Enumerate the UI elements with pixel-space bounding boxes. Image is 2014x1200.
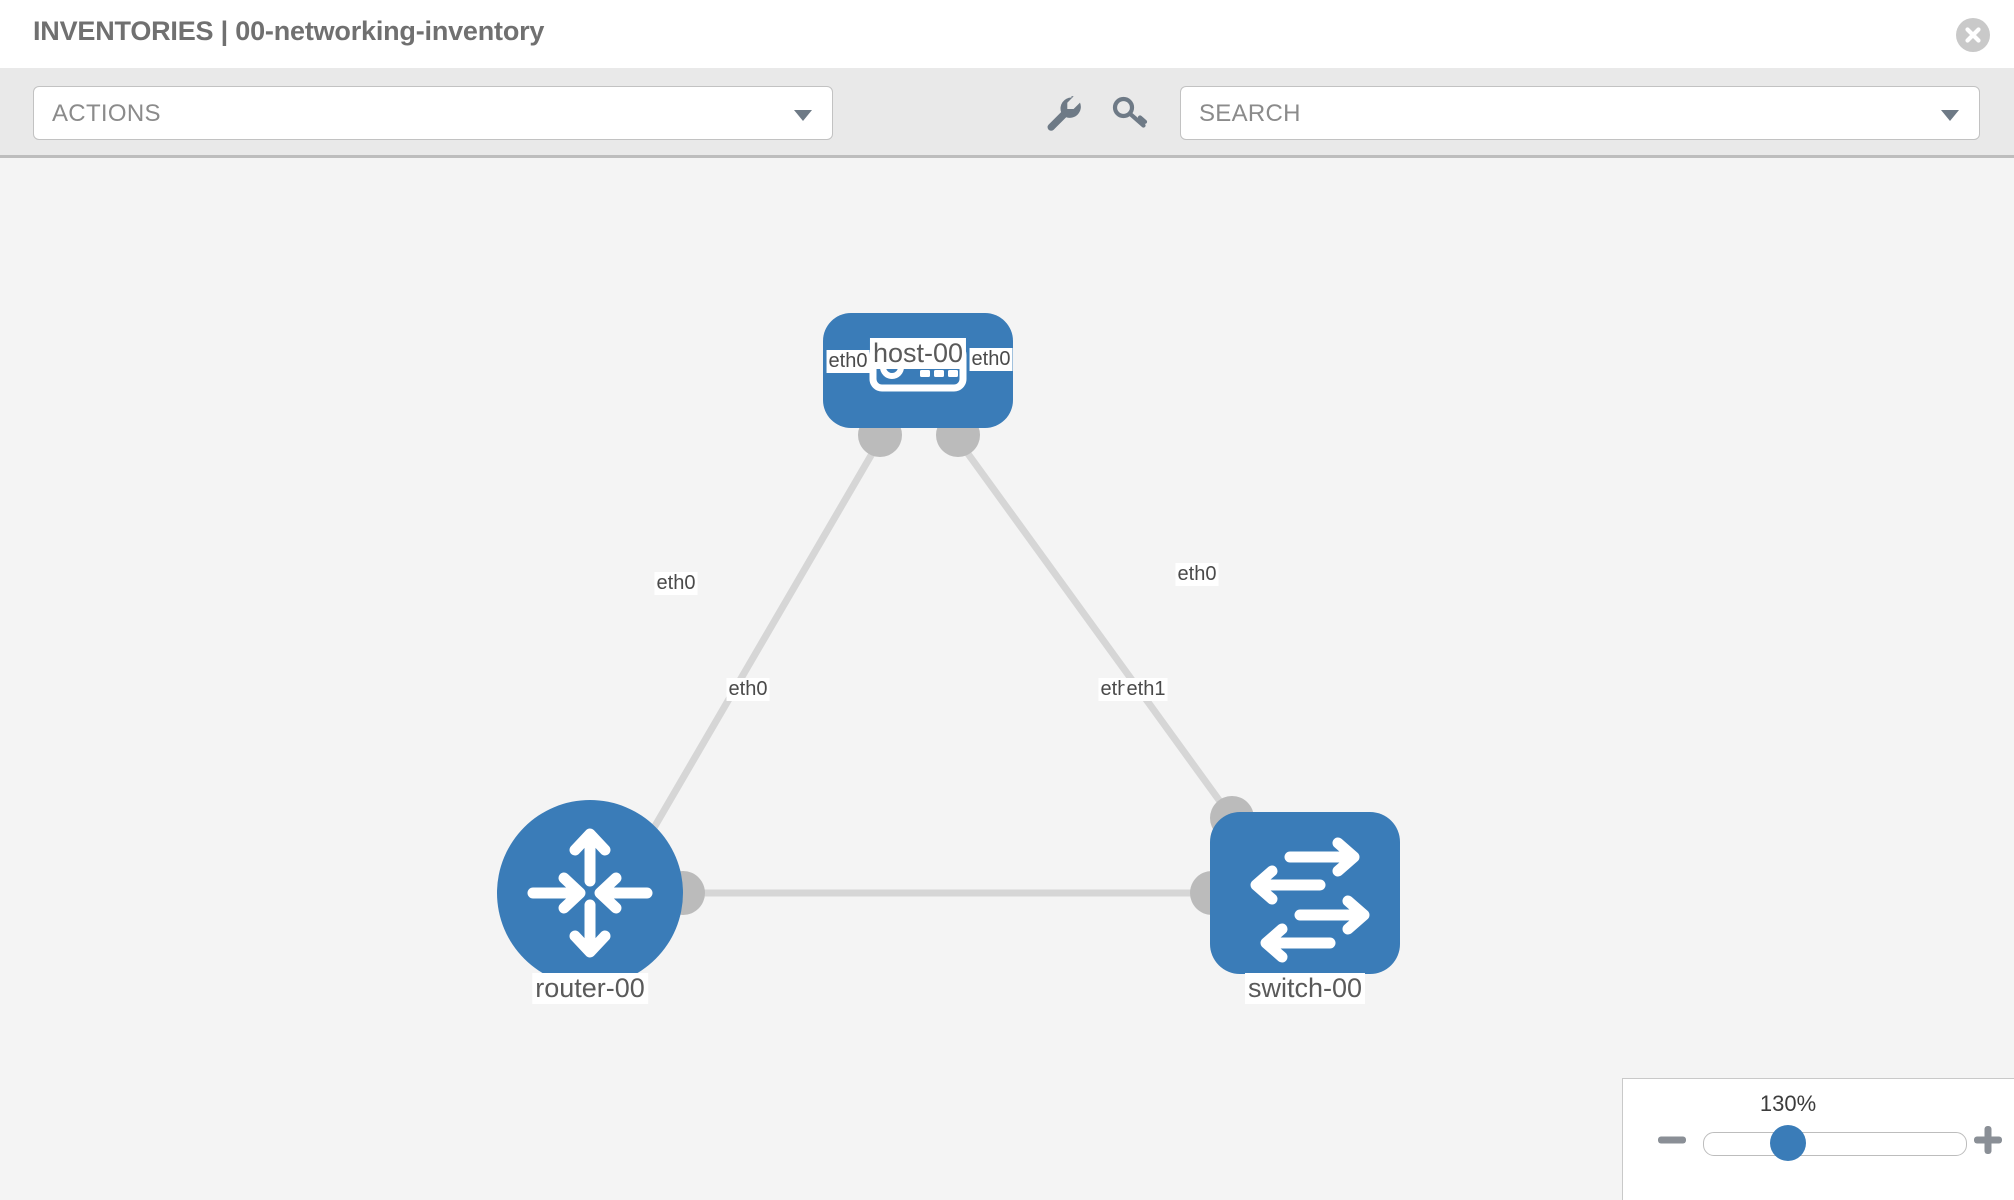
router-arrows-icon (527, 828, 653, 958)
iface-label-router00-eth0: eth0 (726, 678, 770, 701)
iface-label-router00-eth0-uplink: eth0 (654, 572, 698, 595)
edge-host00-switch00 (955, 437, 1235, 821)
chevron-down-icon (1941, 110, 1959, 121)
iface-label-host00-eth0-left: eth0 (826, 350, 870, 373)
node-router-00-shape (497, 800, 683, 986)
node-label-router-00: router-00 (532, 973, 648, 1004)
zoom-slider-track[interactable] (1703, 1132, 1967, 1156)
iface-label-host00-eth0-right: eth0 (969, 348, 1013, 371)
actions-dropdown-label: ACTIONS (52, 100, 161, 127)
iface-label-switch00-eth0-uplink: eth0 (1175, 563, 1219, 586)
topology-edges (644, 437, 1235, 897)
chevron-down-icon (794, 110, 812, 121)
minus-icon[interactable] (1655, 1123, 1689, 1157)
search-input[interactable]: SEARCH (1180, 86, 1980, 140)
edge-host00-router00 (644, 438, 884, 840)
node-switch-00 (1210, 812, 1400, 974)
node-router-00 (497, 800, 683, 986)
node-switch-00-shape (1210, 812, 1400, 974)
iface-label-switch00-eth1: eth1 (1124, 678, 1168, 701)
topology-canvas[interactable]: host-00 router-00 switch-00 eth0 eth0 et… (0, 158, 2014, 1200)
actions-dropdown[interactable]: ACTIONS (33, 86, 833, 140)
toolbar: ACTIONS SEARCH (0, 68, 2014, 158)
key-icon[interactable] (1107, 90, 1153, 136)
topology-graph (497, 313, 1400, 986)
page-title: INVENTORIES | 00-networking-inventory (33, 16, 545, 46)
zoom-control-panel: 130% (1622, 1078, 2014, 1200)
node-label-switch-00: switch-00 (1244, 973, 1366, 1004)
node-label-host-00: host-00 (869, 338, 967, 369)
zoom-slider-thumb[interactable] (1770, 1125, 1806, 1161)
switch-arrows-icon (1250, 837, 1370, 963)
close-icon[interactable] (1956, 18, 1990, 52)
zoom-level-label: 130% (1759, 1091, 1817, 1116)
plus-icon[interactable] (1971, 1123, 2005, 1157)
search-placeholder: SEARCH (1199, 100, 1301, 127)
page-header: INVENTORIES | 00-networking-inventory (0, 0, 2014, 68)
wrench-icon[interactable] (1040, 90, 1086, 136)
